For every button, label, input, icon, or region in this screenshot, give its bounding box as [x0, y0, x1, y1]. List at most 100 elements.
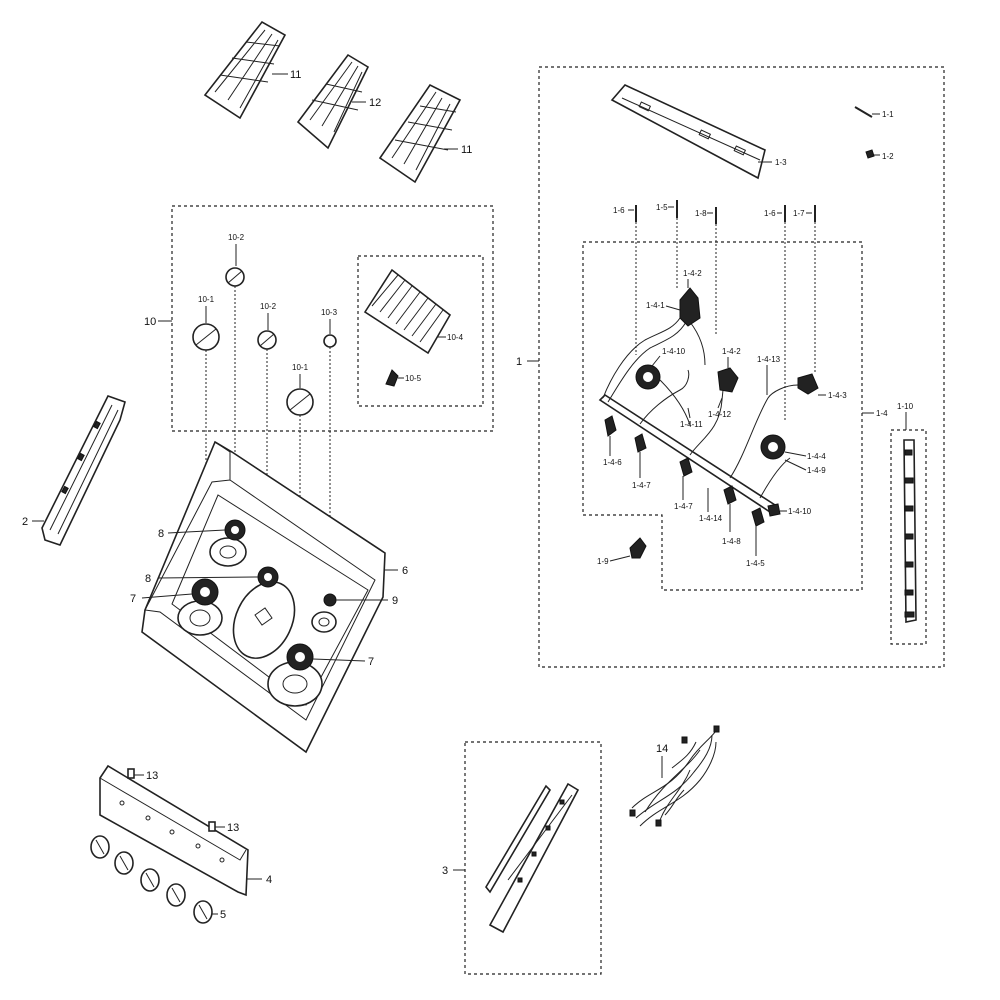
label-1-7: 1-7 — [793, 209, 805, 218]
screw-1-5[interactable]: 1-5 — [656, 200, 678, 290]
wire-harness-14[interactable]: 14 — [629, 725, 720, 827]
burner-valve-right[interactable]: 1-4-4 1-4-9 — [760, 434, 826, 475]
bracket-1-3[interactable]: 1-3 — [610, 84, 787, 180]
label-1-1: 1-1 — [882, 110, 894, 119]
screw-1-7[interactable]: 1-7 — [793, 205, 816, 372]
label-7-left: 7 — [130, 593, 136, 605]
label-11-left: 11 — [290, 69, 301, 81]
burner-cap-10-1-left[interactable]: 10-1 — [192, 295, 220, 351]
valve-1-4-7-mid[interactable]: 1-4-7 — [674, 457, 693, 511]
knob-5[interactable] — [193, 900, 213, 924]
group-1-box: 1 — [516, 66, 945, 668]
burner-7-right[interactable]: 7 — [286, 643, 374, 671]
manifold-assembly[interactable] — [598, 317, 799, 514]
label-10-4: 10-4 — [447, 333, 464, 342]
label-10-1-left: 10-1 — [198, 295, 215, 304]
knob-3[interactable] — [140, 868, 160, 892]
label-4: 4 — [266, 874, 272, 886]
valve-1-4-5[interactable]: 1-4-5 — [746, 507, 765, 568]
grate-11-left[interactable]: 11 — [203, 20, 301, 120]
valve-1-4-3[interactable]: 1-4-3 — [797, 373, 847, 400]
label-1-4-3: 1-4-3 — [828, 391, 847, 400]
label-3: 3 — [442, 865, 448, 877]
clip-13-left[interactable]: 13 — [127, 768, 158, 782]
label-1-4-14: 1-4-14 — [699, 514, 723, 523]
label-1-9: 1-9 — [597, 557, 609, 566]
group-3-box: 3 — [442, 741, 602, 975]
griddle-10-4[interactable]: 10-4 — [363, 268, 464, 355]
valve-1-4-7-left[interactable]: 1-4-7 — [632, 433, 651, 490]
knobs-5[interactable]: 5 — [90, 835, 226, 924]
label-1-4-11: 1-4-11 — [680, 420, 703, 429]
burner-cap-10-3[interactable]: 10-3 — [321, 308, 338, 348]
label-1-5: 1-5 — [656, 203, 668, 212]
label-1-10: 1-10 — [897, 402, 914, 411]
knob-2[interactable] — [114, 851, 134, 875]
burner-8-top[interactable]: 8 — [158, 519, 246, 541]
group-1-10-box: 1-10 — [890, 402, 927, 645]
label-5: 5 — [220, 909, 226, 921]
label-1-4: 1-4 — [876, 409, 888, 418]
burner-valve-1-4-2-mid[interactable]: 1-4-2 — [717, 347, 741, 393]
label-12: 12 — [369, 97, 381, 109]
fitting-1-9[interactable]: 1-9 — [597, 537, 647, 566]
label-1-4-9: 1-4-9 — [807, 466, 826, 475]
label-7-right: 7 — [368, 656, 374, 668]
label-10-5: 10-5 — [405, 374, 422, 383]
screw-1-8[interactable]: 1-8 — [695, 207, 717, 335]
label-10-3: 10-3 — [321, 308, 338, 317]
label-1-6-left: 1-6 — [613, 206, 625, 215]
cooktop-6[interactable]: 6 — [141, 440, 408, 754]
label-10-2-top: 10-2 — [228, 233, 245, 242]
screw-1-1[interactable]: 1-1 — [854, 106, 894, 119]
burner-cap-10-2-mid[interactable]: 10-2 — [257, 302, 277, 350]
screw-1-6-left[interactable]: 1-6 — [613, 205, 637, 355]
burner-8-mid[interactable]: 8 — [145, 566, 279, 588]
clip-10-5[interactable]: 10-5 — [385, 369, 422, 387]
label-8-top: 8 — [158, 528, 164, 540]
label-13-right: 13 — [227, 822, 239, 834]
grate-12[interactable]: 12 — [296, 53, 381, 150]
label-9: 9 — [392, 595, 398, 607]
label-1: 1 — [516, 356, 522, 368]
label-6: 6 — [402, 565, 408, 577]
label-14: 14 — [656, 743, 668, 755]
knob-1[interactable] — [90, 835, 110, 859]
label-1-8: 1-8 — [695, 209, 707, 218]
label-10-2-mid: 10-2 — [260, 302, 277, 311]
side-trim-2[interactable]: 2 — [22, 395, 126, 546]
burner-7-left[interactable]: 7 — [130, 578, 219, 606]
burner-valve-left[interactable]: 1-4-10 — [635, 347, 686, 390]
label-1-4-8: 1-4-8 — [722, 537, 741, 546]
label-13-left: 13 — [146, 770, 158, 782]
knob-4[interactable] — [166, 883, 186, 907]
label-1-4-10-top: 1-4-10 — [662, 347, 686, 356]
group-1-4-box: 1-4 — [582, 241, 888, 591]
label-1-2: 1-2 — [882, 152, 894, 161]
label-1-4-4: 1-4-4 — [807, 452, 826, 461]
ignition-strip-1-10[interactable] — [903, 439, 917, 623]
label-10-1-right: 10-1 — [292, 363, 309, 372]
fitting-1-4-10-bottom[interactable]: 1-4-10 — [767, 503, 812, 517]
valve-1-4-6[interactable]: 1-4-6 — [603, 415, 622, 467]
label-1-4-13: 1-4-13 — [757, 355, 781, 364]
label-10: 10 — [144, 316, 156, 328]
orifice-1-4-1[interactable]: 1-4-2 1-4-1 — [646, 269, 702, 327]
burner-9[interactable]: 9 — [323, 593, 398, 607]
rail-3[interactable] — [485, 782, 580, 934]
label-1-4-12: 1-4-12 — [708, 410, 732, 419]
valve-1-4-8[interactable]: 1-4-8 — [722, 485, 741, 546]
label-1-4-10-bottom: 1-4-10 — [788, 507, 812, 516]
screw-1-2[interactable]: 1-2 — [865, 149, 894, 161]
label-1-4-1: 1-4-1 — [646, 301, 665, 310]
grate-11-right[interactable]: 11 — [378, 83, 472, 184]
label-1-4-7-left: 1-4-7 — [632, 481, 651, 490]
burner-cap-10-2-top[interactable]: 10-2 — [225, 233, 245, 287]
label-1-4-6: 1-4-6 — [603, 458, 622, 467]
label-1-4-2-mid: 1-4-2 — [722, 347, 741, 356]
clip-13-right[interactable]: 13 — [208, 821, 239, 834]
group-10-box: 10 10-2 10-1 10-2 10-3 10-1 — [144, 205, 494, 432]
control-panel-4[interactable]: 4 — [99, 764, 272, 897]
burner-cap-10-1-right[interactable]: 10-1 — [286, 363, 314, 416]
